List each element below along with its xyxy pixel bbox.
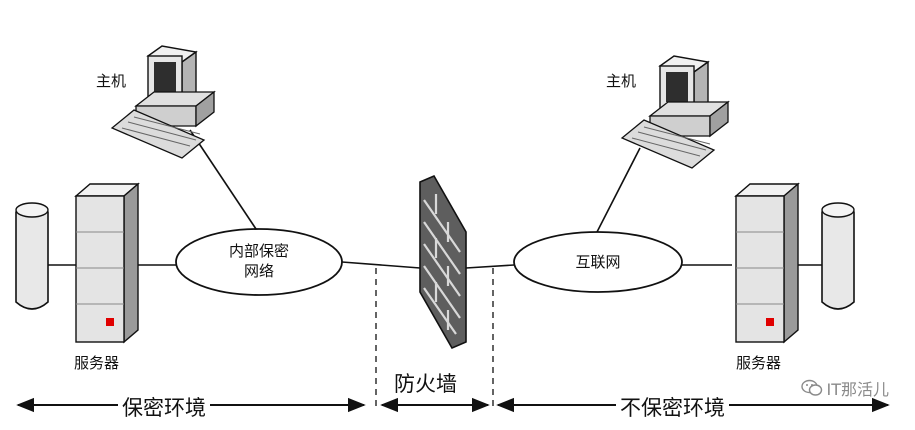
boundary-lines xyxy=(375,268,494,410)
server-left-icon xyxy=(74,182,140,344)
firewall-label: 防火墙 xyxy=(394,372,457,396)
line-firewall-to-internet xyxy=(465,264,515,269)
server-right-icon xyxy=(734,182,800,344)
server-right-led xyxy=(766,318,774,326)
internet-ellipse xyxy=(513,231,683,293)
internet-label: 互联网 xyxy=(575,253,621,271)
secure-zone-label: 保密环境 xyxy=(118,392,210,422)
internal-network-label-line2: 网络 xyxy=(243,262,274,280)
storage-right-icon xyxy=(821,202,855,310)
connection-lines xyxy=(48,129,822,269)
internal-network-label-line1: 内部保密 xyxy=(228,242,289,260)
wechat-icon xyxy=(800,379,822,396)
host-left-label: 主机 xyxy=(96,72,127,90)
line-host-left-to-internal xyxy=(189,129,259,233)
line-host-right-to-internet xyxy=(596,147,641,233)
server-left-label: 服务器 xyxy=(74,354,120,372)
insecure-zone-label: 不保密环境 xyxy=(616,392,729,422)
internal-network-ellipse xyxy=(175,228,343,296)
firewall-icon xyxy=(419,174,467,350)
watermark-text: IT那活儿 xyxy=(826,380,890,399)
line-internal-to-firewall xyxy=(341,261,421,269)
watermark: IT那活儿 xyxy=(800,376,890,400)
internal-network-label: 内部保密 网络 xyxy=(199,241,319,281)
host-left-computer-icon xyxy=(110,45,216,159)
host-right-label: 主机 xyxy=(606,72,637,90)
storage-left-icon xyxy=(15,202,49,310)
server-right-label: 服务器 xyxy=(736,354,782,372)
host-right-computer-icon xyxy=(620,55,730,169)
server-left-led xyxy=(106,318,114,326)
